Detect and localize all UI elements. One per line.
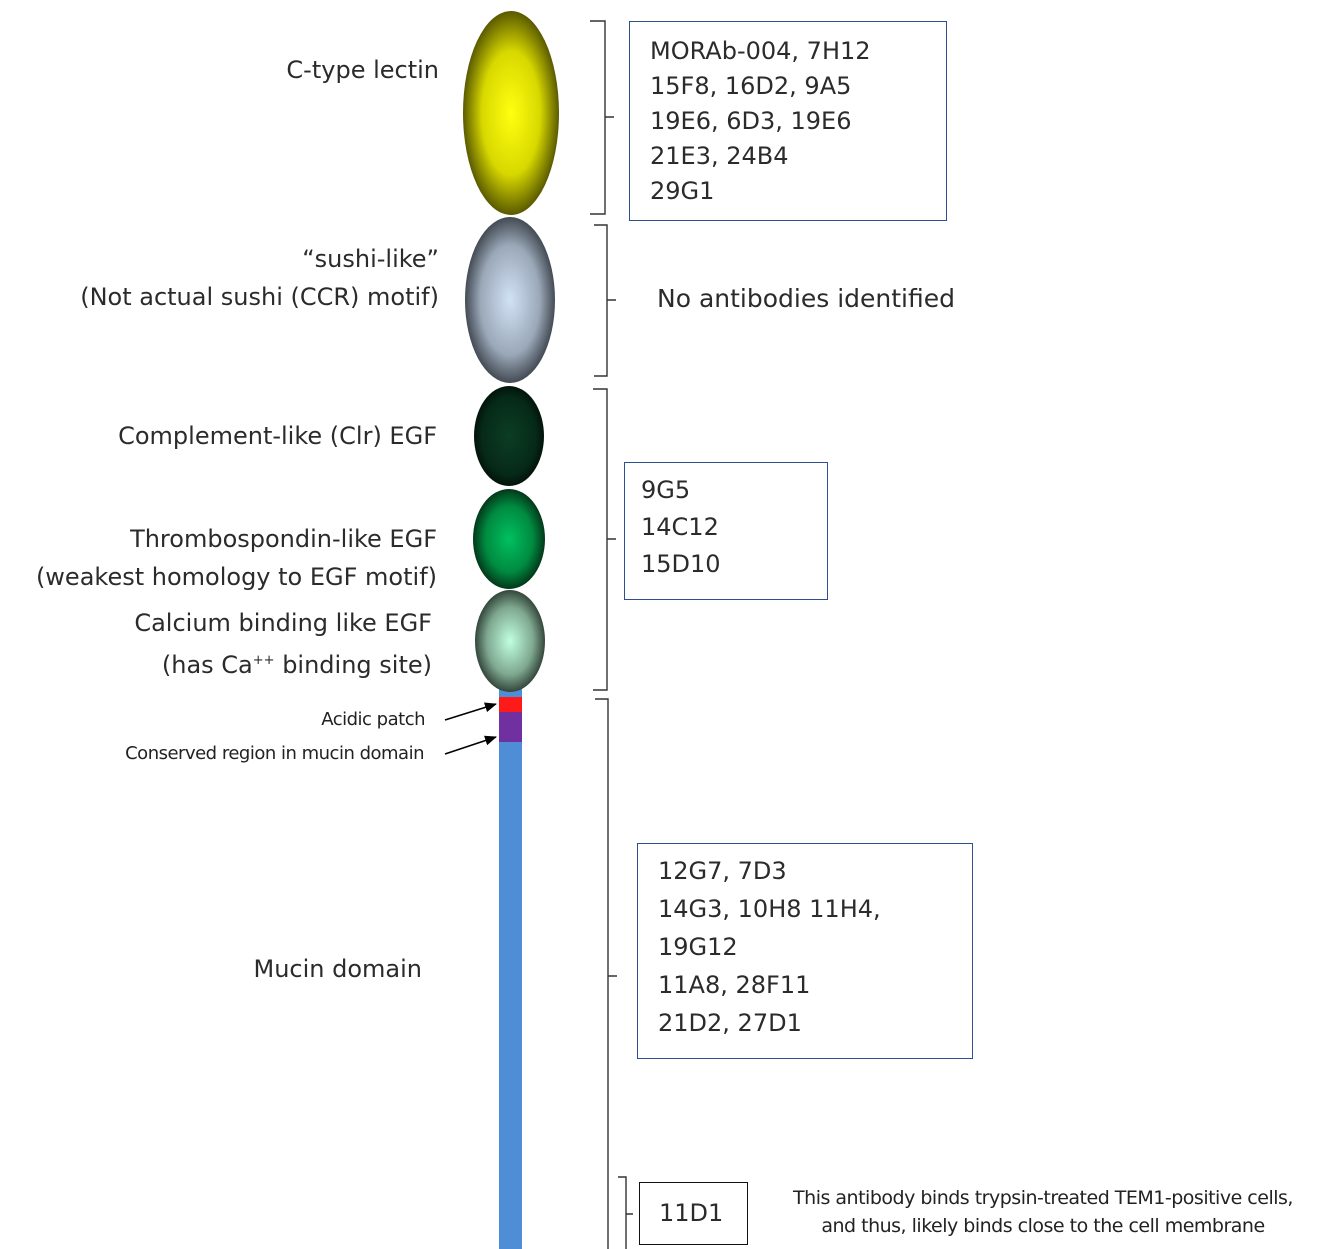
antibody-line: 12G7, 7D3 <box>658 857 787 885</box>
label-calcium-line2-post: binding site) <box>274 651 432 679</box>
label-calcium-line2-pre: (has Ca <box>161 651 253 679</box>
membrane-note: This antibody binds trypsin-treated TEM1… <box>767 1184 1319 1240</box>
label-calcium-line1: Calcium binding like EGF <box>134 609 432 637</box>
bracket-membrane <box>618 1176 633 1249</box>
antibody-line: 14C12 <box>641 513 719 541</box>
antibody-box-lectin: MORAb-004, 7H12 15F8, 16D2, 9A5 19E6, 6D… <box>629 21 947 221</box>
label-calcium-superscript: ++ <box>252 653 275 668</box>
label-complement-egf: Complement-like (Clr) EGF <box>118 417 437 455</box>
mucin-stalk <box>499 688 522 1249</box>
antibody-box-membrane: 11D1 <box>639 1182 748 1245</box>
acidic-patch-segment <box>499 697 522 712</box>
antibody-line: 19G12 <box>658 933 738 961</box>
calcium-egf-domain <box>475 590 545 692</box>
bracket-egf <box>593 388 616 691</box>
label-mucin-domain: Mucin domain <box>253 950 422 988</box>
label-c-type-lectin: C-type lectin <box>286 51 439 89</box>
label-calcium-egf: Calcium binding like EGF (has Ca++ bindi… <box>134 604 432 684</box>
label-acidic-patch: Acidic patch <box>321 709 425 730</box>
sushi-like-domain <box>465 217 555 383</box>
thrombospondin-egf-domain <box>473 489 545 589</box>
label-c-type-lectin-text: C-type lectin <box>286 56 439 84</box>
antibody-line: 11A8, 28F11 <box>658 971 811 999</box>
no-antibodies-text: No antibodies identified <box>657 284 955 313</box>
conserved-region-segment <box>499 712 522 742</box>
label-thrombospondin-line2: (weakest homology to EGF motif) <box>35 563 437 591</box>
label-complement-egf-text: Complement-like (Clr) EGF <box>118 422 437 450</box>
acidic-patch-arrow <box>444 702 497 721</box>
label-calcium-line2: (has Ca++ binding site) <box>134 642 432 684</box>
bracket-mucin <box>595 698 617 1249</box>
complement-egf-domain <box>474 386 544 486</box>
label-thrombospondin-line1: Thrombospondin-like EGF <box>130 525 437 553</box>
label-mucin-text: Mucin domain <box>253 955 422 983</box>
label-sushi-line2: (Not actual sushi (CCR) motif) <box>80 283 439 311</box>
antibody-line: 11D1 <box>659 1199 724 1227</box>
label-conserved-region: Conserved region in mucin domain <box>125 743 424 764</box>
membrane-note-line1: This antibody binds trypsin-treated TEM1… <box>793 1187 1293 1209</box>
label-sushi-like: “sushi-like” (Not actual sushi (CCR) mot… <box>80 240 439 316</box>
antibody-line: 9G5 <box>641 476 691 504</box>
antibody-line: 14G3, 10H8 11H4, <box>658 895 881 923</box>
conserved-region-arrow <box>444 735 497 755</box>
bracket-lectin <box>590 20 614 215</box>
antibody-line: MORAb-004, 7H12 <box>650 37 871 65</box>
membrane-note-line2: and thus, likely binds close to the cell… <box>821 1215 1265 1237</box>
antibody-line: 29G1 <box>650 177 715 205</box>
c-type-lectin-domain <box>463 11 559 215</box>
antibody-line: 21E3, 24B4 <box>650 142 789 170</box>
bracket-sushi <box>594 224 616 377</box>
antibody-line: 15D10 <box>641 550 721 578</box>
antibody-line: 15F8, 16D2, 9A5 <box>650 72 852 100</box>
antibody-box-mucin: 12G7, 7D3 14G3, 10H8 11H4, 19G12 11A8, 2… <box>637 843 973 1059</box>
antibody-line: 21D2, 27D1 <box>658 1009 802 1037</box>
label-sushi-line1: “sushi-like” <box>302 245 439 273</box>
antibody-box-egf: 9G5 14C12 15D10 <box>624 462 828 600</box>
label-thrombospondin-egf: Thrombospondin-like EGF (weakest homolog… <box>36 520 437 596</box>
antibody-line: 19E6, 6D3, 19E6 <box>650 107 852 135</box>
